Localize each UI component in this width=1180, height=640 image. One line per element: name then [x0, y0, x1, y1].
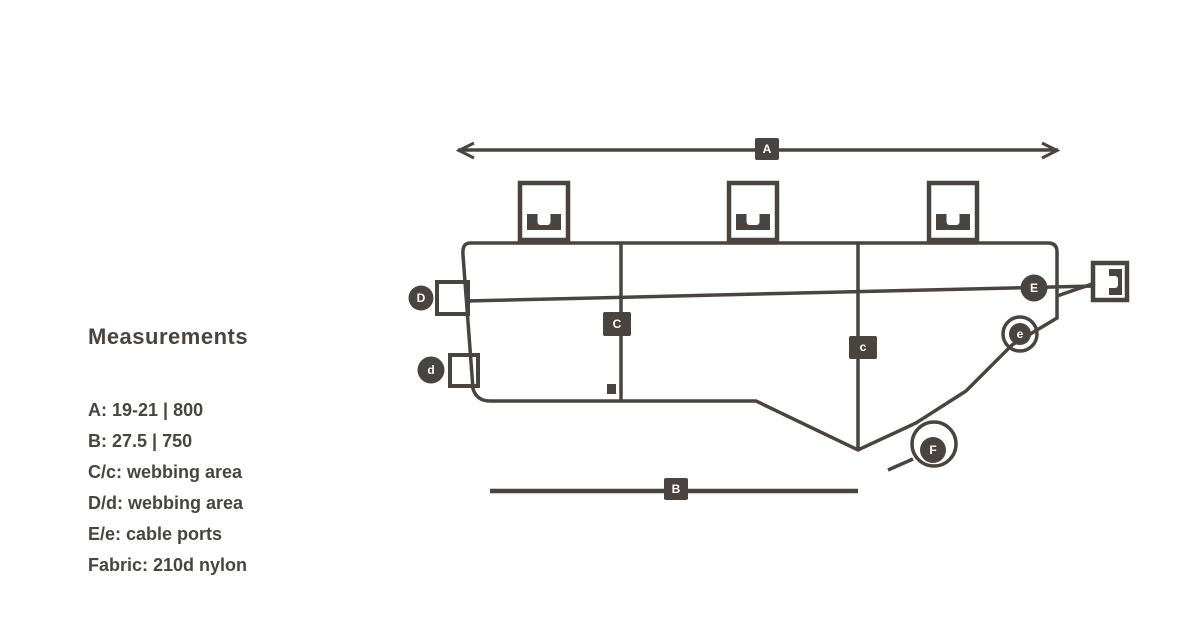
badge-e-lower	[1009, 323, 1031, 345]
legend-item-e: E/e: cable ports	[88, 524, 223, 544]
legend: Measurements A: 19-21 | 800 B: 27.5 | 75…	[88, 324, 368, 581]
rear-loop: e	[1001, 315, 1039, 353]
legend-list: A: 19-21 | 800 B: 27.5 | 750 C/c: webbin…	[88, 395, 368, 581]
front-strap-upper-label: D	[417, 291, 426, 305]
bag-outline	[461, 241, 1059, 452]
arrowhead-right-icon	[1041, 141, 1061, 160]
legend-divider	[88, 368, 343, 375]
zipper-line	[465, 284, 1095, 303]
bottom-loop: F	[887, 420, 958, 472]
legend-heading: Measurements	[88, 324, 249, 349]
badge-c-lower: c	[849, 336, 877, 359]
badge-f	[920, 437, 946, 463]
legend-item-d: D/d: webbing area	[88, 493, 244, 513]
divider-rear-label: c	[860, 340, 867, 354]
badge-e-upper	[1020, 274, 1048, 302]
bottom-loop-label: F	[929, 443, 936, 457]
divider-front-label: C	[613, 317, 622, 331]
bottom-dim-label: B	[672, 482, 681, 496]
top-strap-buckle-3	[926, 180, 980, 243]
dim-line-a: A	[455, 138, 1061, 160]
arrowhead-left-icon	[455, 141, 475, 160]
top-dim-label: A	[763, 142, 772, 156]
front-strap-upper: D	[408, 280, 470, 316]
top-strap-buckle-2	[726, 180, 780, 243]
dim-line-b: B	[490, 478, 858, 500]
legend-item-a: A: 19-21 | 800	[88, 400, 204, 420]
badge-d-upper	[408, 285, 434, 311]
rear-strap: E	[1020, 260, 1130, 303]
badge-c-upper: C	[603, 312, 631, 336]
legend-item-fabric: Fabric: 210d nylon	[88, 555, 248, 575]
badge-b	[664, 478, 688, 500]
rear-loop-label: e	[1017, 327, 1024, 341]
legend-item-b: B: 27.5 | 750	[88, 431, 193, 451]
front-strap-lower: d	[417, 353, 480, 388]
front-strap-lower-label: d	[427, 363, 434, 377]
badge-a	[755, 138, 779, 160]
zipper-stop-icon	[607, 384, 616, 394]
rear-strap-label: E	[1030, 281, 1038, 295]
top-strap-buckle-1	[517, 180, 571, 243]
legend-item-c: C/c: webbing area	[88, 462, 243, 482]
badge-d-lower	[417, 356, 445, 384]
